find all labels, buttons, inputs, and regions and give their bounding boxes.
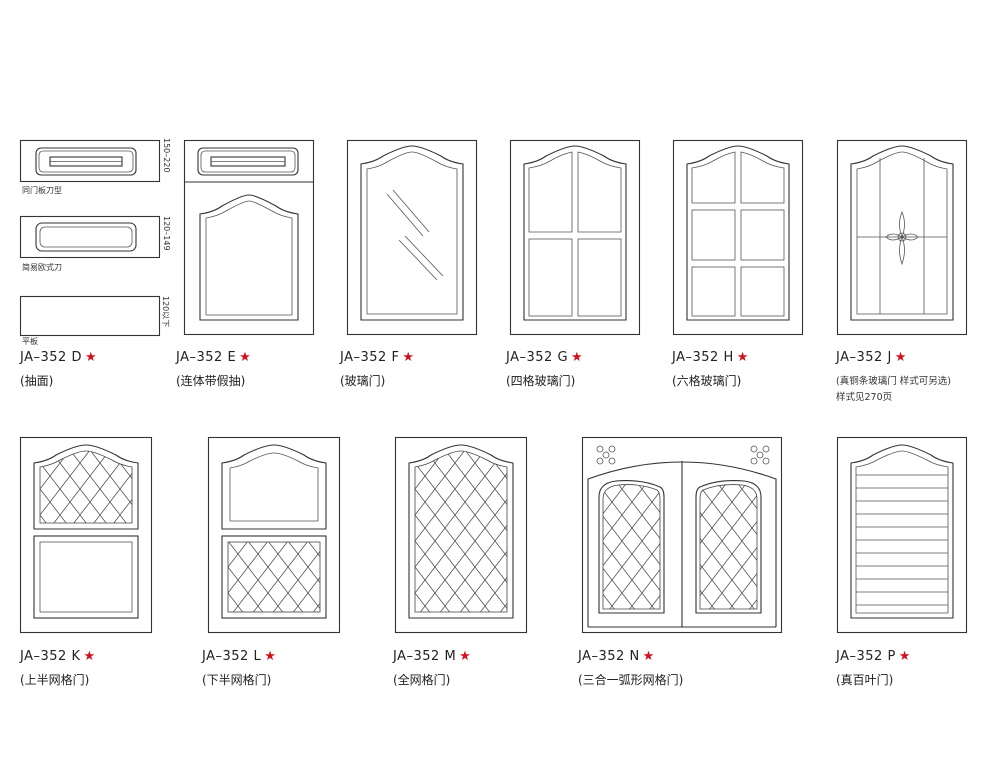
drawer-type-label: 简易欧式刀 xyxy=(22,263,62,272)
door-name-n: (三合一弧形网格门) xyxy=(578,673,684,687)
drawer-type-label: 同门板刀型 xyxy=(22,186,62,195)
door-name-f: (玻璃门) xyxy=(340,374,386,388)
door-h-drawing xyxy=(672,139,804,336)
door-e-drawing xyxy=(183,139,315,336)
star-icon: ★ xyxy=(642,649,655,664)
door-code-p: JA–352 P★ xyxy=(836,649,911,664)
door-note-j: 样式见270页 xyxy=(836,392,893,403)
star-icon: ★ xyxy=(402,350,415,365)
door-name-m: (全网格门) xyxy=(393,673,451,687)
star-icon: ★ xyxy=(84,350,98,365)
door-name-l: (下半网格门) xyxy=(202,673,272,687)
dimension-label: 120以下 xyxy=(161,296,170,328)
door-name-k: (上半网格门) xyxy=(20,673,90,687)
dimension-label: 150–220 xyxy=(162,138,171,173)
door-code-d: JA–352 D★ xyxy=(20,350,98,365)
star-icon: ★ xyxy=(736,350,749,365)
door-m-drawing xyxy=(394,436,528,634)
door-name-h: (六格玻璃门) xyxy=(672,374,742,388)
dimension-label: 120–149 xyxy=(162,216,171,251)
door-code-n: JA–352 N★ xyxy=(578,649,655,664)
door-name-j: (真铜条玻璃门 样式可另选) xyxy=(836,376,951,387)
door-code-h: JA–352 H★ xyxy=(672,350,749,365)
door-k-drawing xyxy=(19,436,153,634)
star-icon: ★ xyxy=(571,350,584,365)
door-f-drawing xyxy=(346,139,478,336)
door-code-m: JA–352 M★ xyxy=(393,649,472,664)
drawer-front-knife-type xyxy=(19,139,161,183)
door-code-f: JA–352 F★ xyxy=(340,350,415,365)
drawer-type-label: 平板 xyxy=(22,337,38,346)
door-name-e: (连体带假抽) xyxy=(176,374,246,388)
star-icon: ★ xyxy=(239,350,252,365)
door-code-e: JA–352 E★ xyxy=(176,350,252,365)
door-p-drawing xyxy=(836,436,968,634)
drawer-front-flat xyxy=(19,295,161,337)
door-code-g: JA–352 G★ xyxy=(506,350,584,365)
door-g-drawing xyxy=(509,139,641,336)
door-code-l: JA–352 L★ xyxy=(202,649,277,664)
door-j-drawing xyxy=(836,139,968,336)
door-code-j: JA–352 J★ xyxy=(836,350,907,365)
drawer-front-simple-euro xyxy=(19,215,161,259)
door-name-p: (真百叶门) xyxy=(836,673,894,687)
door-l-drawing xyxy=(207,436,341,634)
star-icon: ★ xyxy=(894,350,907,365)
door-name-g: (四格玻璃门) xyxy=(506,374,576,388)
star-icon: ★ xyxy=(264,649,277,664)
star-icon: ★ xyxy=(83,649,96,664)
door-n-drawing xyxy=(581,436,783,634)
door-code-k: JA–352 K★ xyxy=(20,649,96,664)
star-icon: ★ xyxy=(898,649,911,664)
door-name-d: (抽面) xyxy=(20,374,54,388)
star-icon: ★ xyxy=(459,649,472,664)
